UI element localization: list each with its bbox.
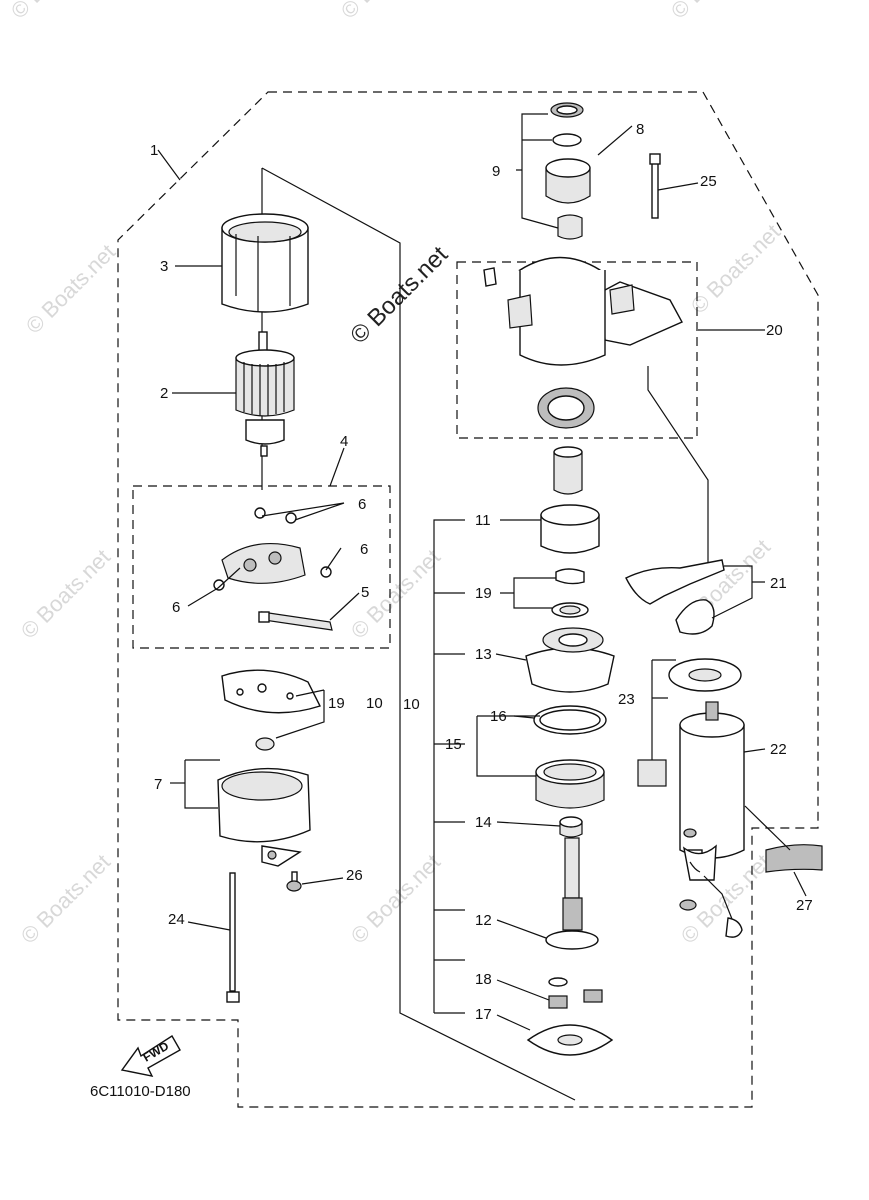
- label-4: 4: [340, 433, 348, 450]
- assembly-boundary: [117, 91, 819, 1108]
- leader-lines: [157, 113, 807, 1031]
- brush-holder-part: [213, 507, 333, 631]
- label-11: 11: [475, 512, 491, 529]
- label-18: 18: [475, 971, 492, 988]
- label-10: 10: [403, 696, 420, 713]
- bracket-part: [525, 627, 615, 693]
- label-16: 16: [490, 708, 507, 725]
- label-2: 2: [160, 385, 168, 402]
- label-6: 6: [358, 496, 366, 513]
- pinion-part: [545, 158, 591, 204]
- ring-part: [550, 102, 584, 240]
- watermark-layer: © Boats.net © Boats.net © Boats.net © Bo…: [6, 0, 785, 949]
- shift-lever-part: [625, 559, 725, 635]
- label-6: 6: [172, 599, 180, 616]
- tag-part: [765, 844, 823, 873]
- watermark-center: © Boats.net: [345, 241, 453, 349]
- watermark: © Boats.net: [16, 849, 115, 948]
- label-6: 6: [360, 541, 368, 558]
- label-26: 26: [346, 867, 363, 884]
- cover-part: [217, 767, 311, 867]
- armature-part: [235, 331, 295, 457]
- label-12: 12: [475, 912, 492, 929]
- label-14: 14: [475, 814, 492, 831]
- drive-shaft-part: [540, 446, 600, 554]
- label-20: 20: [766, 322, 783, 339]
- watermark: © Boats.net: [686, 219, 785, 318]
- label-8: 8: [636, 121, 644, 138]
- housing-part: [483, 256, 683, 429]
- ring-gear-part: [533, 705, 607, 735]
- label-7: 7: [154, 776, 162, 793]
- solenoid-part: [679, 701, 745, 938]
- label-5: 5: [361, 584, 369, 601]
- label-27: 27: [796, 897, 813, 914]
- label-17: 17: [475, 1006, 492, 1023]
- label-15: 15: [445, 736, 462, 753]
- end-plate-part: [221, 669, 321, 751]
- solenoid-plate-part: [637, 658, 742, 787]
- bushing-part: [559, 816, 583, 838]
- label-3: 3: [160, 258, 168, 275]
- label-13: 13: [475, 646, 492, 663]
- screw-part: [286, 871, 302, 892]
- label-1: 1: [150, 142, 158, 159]
- watermark: © Boats.net: [21, 239, 120, 338]
- label-10: 10: [366, 695, 383, 712]
- watermark: © Boats.net: [346, 849, 445, 948]
- label-9: 9: [492, 163, 500, 180]
- yoke-part: [221, 213, 309, 313]
- bolt-25-part: [649, 153, 661, 219]
- label-19: 19: [475, 585, 492, 602]
- label-23: 23: [618, 691, 635, 708]
- plate-part: [526, 1024, 614, 1056]
- label-19: 19: [328, 695, 345, 712]
- fwd-arrow-icon: FWD: [120, 1035, 181, 1077]
- through-bolt-part: [226, 872, 240, 1003]
- watermark: © Boats.net: [336, 0, 435, 24]
- watermark: © Boats.net: [16, 544, 115, 643]
- diagram-code: 6C11010-D180: [90, 1083, 191, 1100]
- clip-part: [551, 568, 589, 618]
- watermark: © Boats.net: [666, 0, 765, 24]
- carrier-shaft-part: [545, 837, 599, 950]
- label-21: 21: [770, 575, 787, 592]
- watermark: © Boats.net: [6, 0, 105, 24]
- label-24: 24: [168, 911, 185, 928]
- internal-gear-part: [535, 759, 605, 809]
- label-25: 25: [700, 173, 717, 190]
- label-22: 22: [770, 741, 787, 758]
- planet-gear-part: [548, 977, 603, 1009]
- part-number-labels: 1 3 2 4 6 6 6 5 19 10 7 26 24 6C11010-D1…: [90, 121, 813, 1100]
